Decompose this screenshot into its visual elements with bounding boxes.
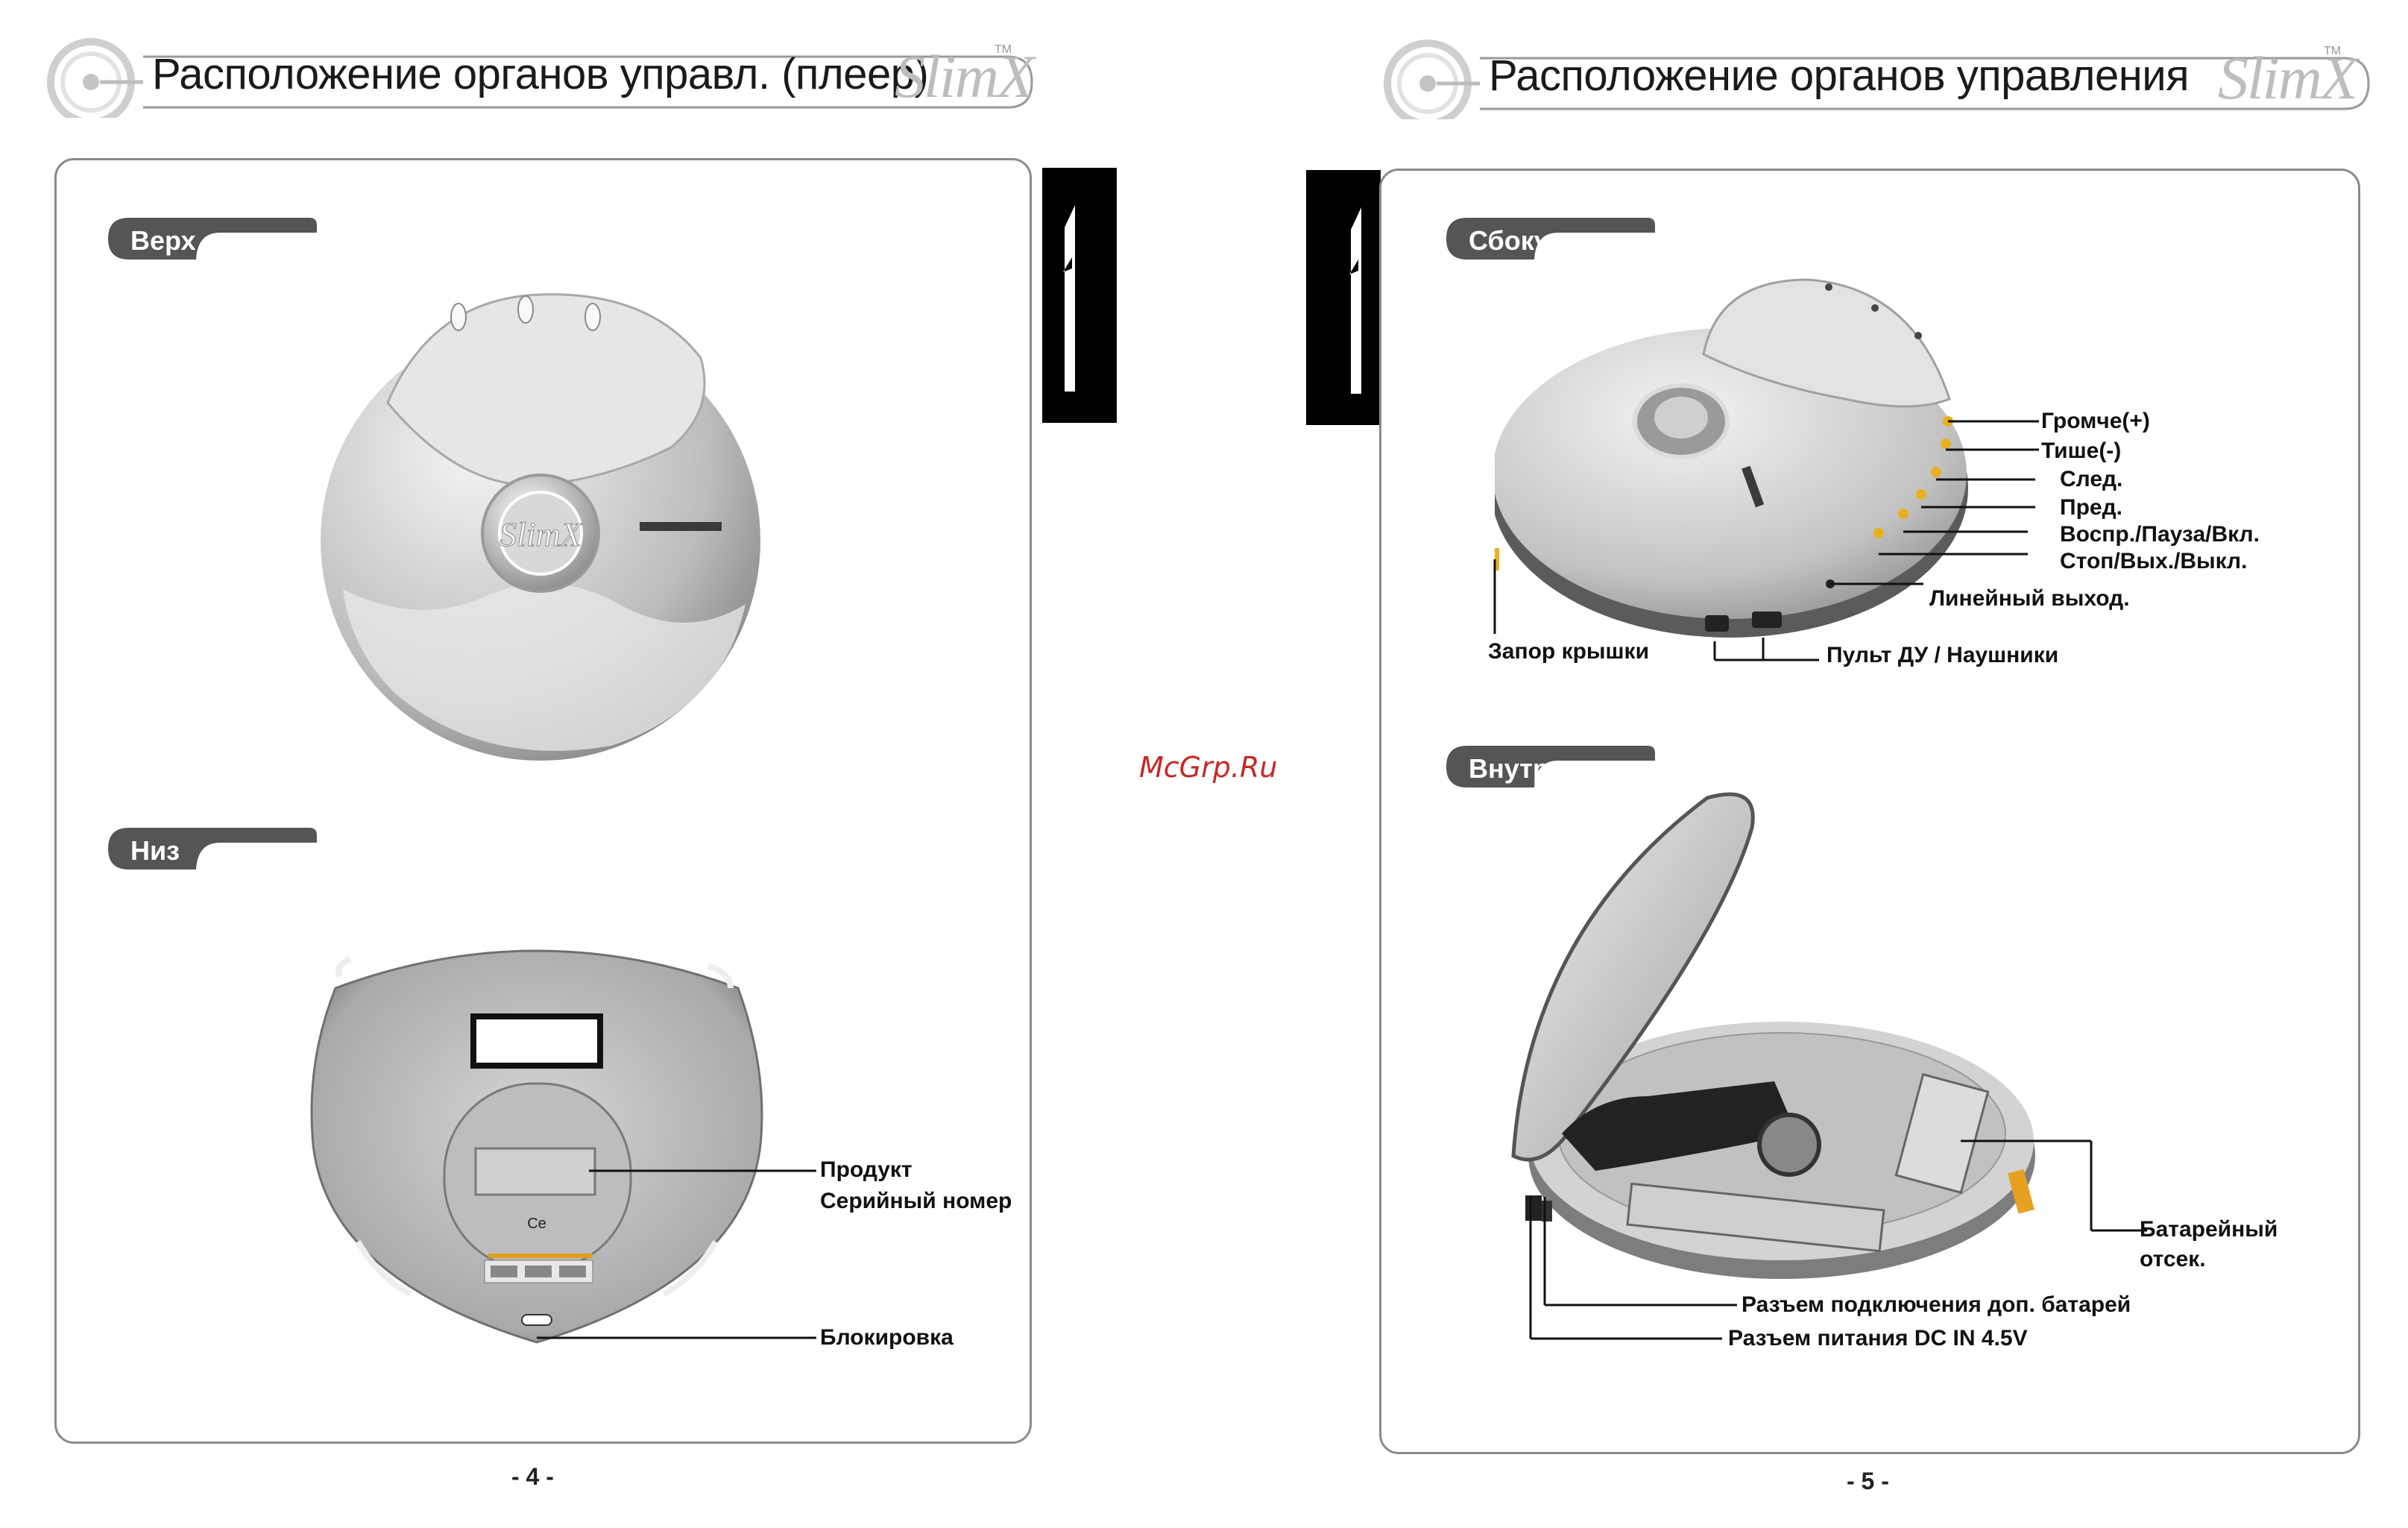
tab-bottom-label: Низ <box>130 835 180 866</box>
label-battery-2: отсек. <box>2140 1247 2206 1271</box>
player-inside-view <box>1511 792 2035 1279</box>
label-serial: Серийный номер <box>820 1189 1012 1213</box>
tab-top-label: Верх <box>130 225 196 256</box>
page-number-left: - 4 - <box>511 1463 554 1490</box>
device-logo: SlimX <box>499 515 583 553</box>
chapter-marker-left <box>1042 168 1117 423</box>
ce-mark: Ce <box>527 1216 546 1232</box>
player-side-view <box>1495 278 1968 638</box>
chapter-marker-right <box>1306 170 1381 425</box>
label-product: Продукт <box>820 1157 913 1182</box>
tab-top: Верх <box>108 218 317 260</box>
left-page-header: Расположение органов управл. (плеер) Sli… <box>46 36 1038 118</box>
label-next: След. <box>2060 467 2123 491</box>
label-line-out: Линейный выход. <box>1929 586 2130 611</box>
tab-inside: Внутри <box>1446 746 1655 787</box>
label-play: Воспр./Пауза/Вкл. <box>2060 522 2260 547</box>
right-page-header: Расположение органов управления SlimX TM <box>1383 37 2374 119</box>
label-vol-down: Тише(-) <box>2041 438 2122 463</box>
tab-side-label: Сбоку <box>1469 225 1549 256</box>
label-vol-up: Громче(+) <box>2041 409 2150 433</box>
header-pill-icon <box>47 38 1033 118</box>
label-battery-1: Батарейный <box>2140 1217 2278 1242</box>
tab-side: Сбоку <box>1446 218 1655 260</box>
label-remote: Пульт ДУ / Наушники <box>1827 643 2059 667</box>
label-ext-battery: Разъем подключения доп. батарей <box>1742 1292 2131 1317</box>
label-dc-in: Разъем питания DC IN 4.5V <box>1728 1326 2028 1351</box>
label-lock: Блокировка <box>820 1325 954 1350</box>
page-title: Расположение органов управл. (плеер) <box>152 50 929 98</box>
label-lid-lock: Запор крышки <box>1488 639 1650 664</box>
slimx-tm: TM <box>995 43 1012 56</box>
tab-inside-label: Внутри <box>1469 753 1566 784</box>
page-title-right: Расположение органов управления <box>1489 51 2190 100</box>
page-number-right: - 5 - <box>1847 1468 1889 1494</box>
slimx-tm-right: TM <box>2324 45 2342 57</box>
label-stop: Стоп/Вых./Выкл. <box>2060 549 2248 573</box>
slimx-logo: SlimX <box>895 43 1035 110</box>
tab-bottom: Низ <box>108 828 317 870</box>
inside-leader-lines <box>1529 1139 2147 1340</box>
player-bottom-view: Ce <box>310 949 763 1344</box>
label-prev: Пред. <box>2060 495 2122 520</box>
watermark: McGrp.Ru <box>1139 751 1278 784</box>
slimx-logo-right: SlimX <box>2218 44 2358 112</box>
side-leader-lines <box>1493 420 2039 661</box>
header-pill-icon-right <box>1384 40 2370 119</box>
player-top-view: SlimX <box>321 293 760 761</box>
bottom-leader-lines <box>537 1169 816 1339</box>
